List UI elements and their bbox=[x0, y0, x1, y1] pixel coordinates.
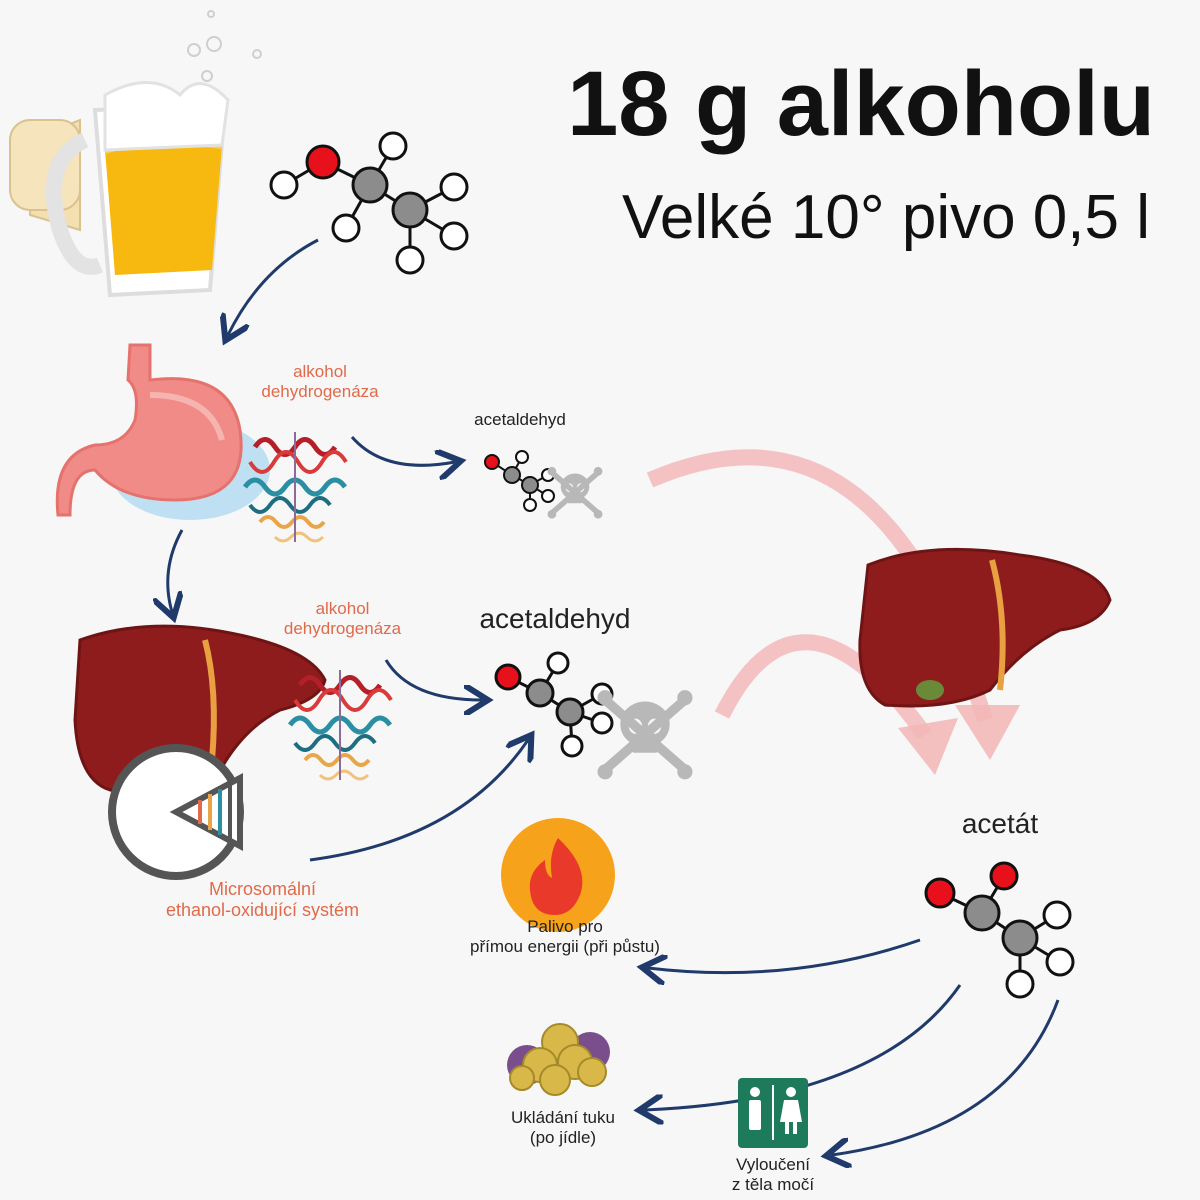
arrow-to-liver-acetaldehyde bbox=[384, 659, 482, 700]
fuel-label-line2: přímou energii (při půstu) bbox=[470, 936, 660, 956]
page-subtitle: Velké 10° pivo 0,5 l bbox=[621, 183, 1150, 252]
pale-arrowhead bbox=[955, 705, 1020, 760]
liver-acetaldehyde-label: acetaldehyd bbox=[479, 603, 631, 634]
excretion-label-line2: z těla močí bbox=[731, 1174, 815, 1194]
fat-storage-label: Ukládání tuku (po jídle) bbox=[488, 1108, 638, 1147]
fat-storage-label-line1: Ukládání tuku bbox=[511, 1108, 615, 1127]
fat-storage-label-line2: (po jídle) bbox=[529, 1127, 597, 1147]
excretion-label-line1: Vyloučení bbox=[735, 1155, 811, 1174]
acetaldehyde-molecule-icon bbox=[494, 651, 614, 758]
fuel-label: Palivo pro přímou energii (při půstu) bbox=[440, 917, 690, 956]
arrow-to-liver bbox=[168, 529, 182, 612]
skull-crossbones-icon bbox=[598, 690, 693, 779]
arrow-to-fat-storage bbox=[645, 984, 962, 1110]
fuel-label-line1: Palivo pro bbox=[527, 917, 603, 936]
fire-icon bbox=[501, 818, 615, 932]
arrow-to-excretion bbox=[832, 999, 1060, 1155]
liver-enzyme-label: alkohol dehydrogenáza bbox=[270, 599, 415, 638]
arrow-meos-to-acetaldehyde bbox=[309, 740, 528, 862]
beer-mug-icon bbox=[9, 10, 262, 298]
stomach-acetaldehyde-label: acetaldehyd bbox=[474, 410, 566, 429]
liver-icon bbox=[73, 624, 327, 795]
stomach-icon bbox=[55, 343, 270, 520]
liver-enzyme-label-line2: dehydrogenáza bbox=[283, 618, 402, 638]
fat-droplets-icon bbox=[507, 1023, 610, 1096]
stomach-enzyme-label-line2: dehydrogenáza bbox=[261, 381, 379, 401]
arrow-to-fuel bbox=[648, 938, 921, 973]
liver-enzyme-label-line1: alkohol bbox=[315, 599, 370, 618]
page-title: 18 g alkoholu bbox=[567, 53, 1155, 155]
acetate-molecule-icon bbox=[924, 861, 1075, 999]
excretion-label: Vyloučení z těla močí bbox=[708, 1155, 838, 1194]
stomach-enzyme-label: alkohol dehydrogenáza bbox=[250, 362, 390, 401]
pale-arrowhead bbox=[898, 718, 958, 775]
toilet-sign-icon bbox=[738, 1078, 808, 1148]
meos-label-line2: ethanol-oxidující systém bbox=[165, 899, 360, 920]
stomach-enzyme-label-line1: alkohol bbox=[293, 362, 347, 381]
meos-cycle-icon bbox=[108, 744, 244, 880]
arrow-to-stomach-acetaldehyde bbox=[350, 436, 455, 465]
skull-crossbones-icon bbox=[548, 467, 603, 519]
meos-label-line1: Microsomální bbox=[208, 879, 317, 899]
acetate-label: acetát bbox=[961, 808, 1039, 839]
meos-label: Microsomální ethanol-oxidující systém bbox=[135, 879, 390, 920]
arrow-to-stomach bbox=[228, 238, 319, 335]
liver-icon bbox=[858, 547, 1112, 708]
ethanol-molecule-icon bbox=[269, 131, 469, 275]
acetaldehyde-molecule-icon bbox=[484, 450, 555, 512]
